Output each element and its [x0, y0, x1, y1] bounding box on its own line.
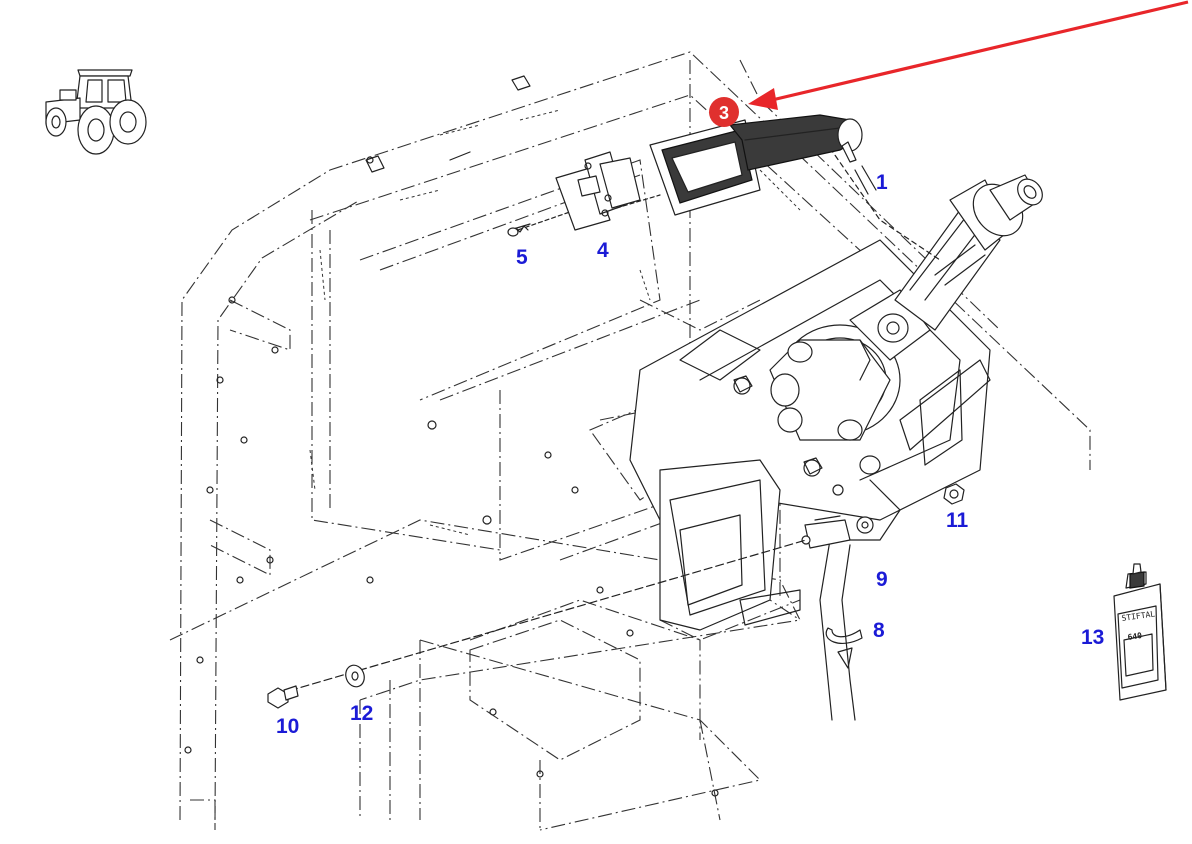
highlight-pointer: 3 [709, 0, 1189, 127]
tractor-icon [45, 69, 147, 155]
callout-5: 5 [516, 246, 528, 269]
part-3-lever-handle [649, 114, 863, 216]
highlight-badge [709, 97, 739, 127]
callout-10: 10 [276, 715, 299, 738]
bottle-number-label: 640 [1127, 631, 1143, 642]
part-12-washer [345, 664, 365, 688]
callout-1: 1 [876, 171, 888, 194]
badge-label-3: 3 [719, 103, 729, 123]
callout-12: 12 [350, 702, 373, 725]
callout-13: 13 [1081, 626, 1104, 649]
pointer-arrow-line [771, 0, 1189, 102]
steering-column-assembly [629, 174, 1043, 721]
callout-11: 11 [946, 509, 969, 532]
callout-8: 8 [873, 619, 885, 642]
pointer-arrow-head [748, 88, 778, 110]
part-10-bolt [267, 685, 299, 709]
callout-4: 4 [597, 239, 609, 262]
cab-panel-outline [169, 51, 1091, 831]
part-5-screw [507, 223, 531, 237]
part-4-bracket [555, 151, 641, 231]
part-13-threadlocker-bottle: STIFTAL 640 [1113, 563, 1167, 701]
callout-labels: 1 4 5 8 9 10 11 12 13 [276, 171, 1104, 738]
callout-9: 9 [876, 568, 888, 591]
